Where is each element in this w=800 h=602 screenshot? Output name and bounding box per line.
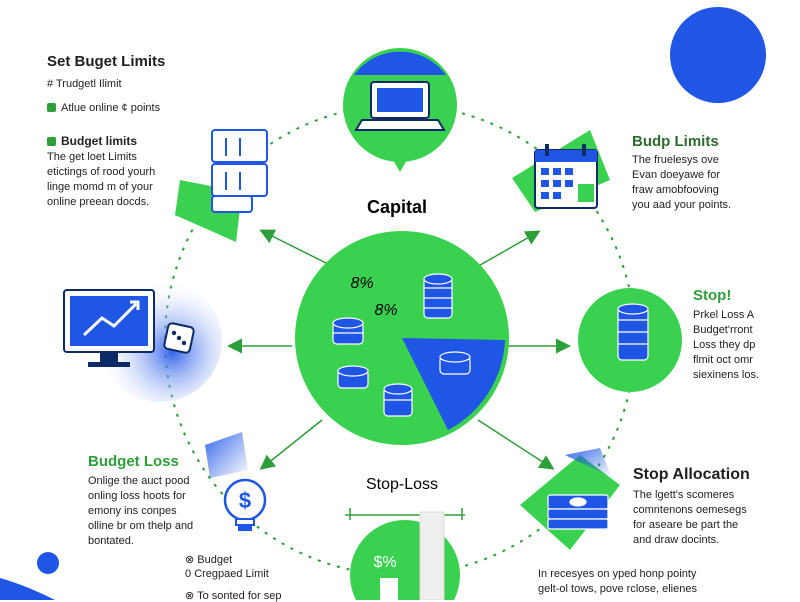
coin-stack-icon (383, 383, 413, 417)
decorative-blue-circle (670, 7, 766, 103)
bottom-left-item-2: 0 Cregpaed Limit (185, 568, 269, 580)
bottom-right-body: The lgett's scomeres comntenons oemesegs… (633, 489, 747, 546)
calendar-spreadsheet-icon (534, 144, 598, 209)
coin-stack-icon (337, 365, 369, 389)
cash-stack-icon (547, 494, 609, 530)
top-left-line-text: Atlue online ¢ points (61, 102, 161, 114)
node-right (578, 288, 682, 392)
node-left (63, 278, 222, 402)
center-title: Capital (367, 197, 427, 217)
center-coins (332, 273, 471, 417)
node-bottom (345, 508, 465, 600)
node-top (343, 48, 457, 172)
mid-right-title: Stop! (693, 287, 732, 304)
mid-left-body: The get loet Limits etictings of rood yo… (47, 151, 156, 208)
top-left-line: Atlue online ¢ points (47, 102, 160, 114)
mid-right-body: Prkel Loss A Budget'rront Loss they dp f… (693, 309, 760, 381)
lightbulb-dollar-icon: $ (223, 478, 267, 531)
bar-chart-icon (380, 511, 445, 600)
bottom-percent: $% (373, 554, 396, 571)
decorative-blue-dot (37, 552, 59, 574)
center-percent-top: 8% (350, 275, 373, 292)
mid-left-title-row: Budget limits (47, 134, 137, 148)
coin-stack-icon (617, 303, 649, 361)
bottom-left-item-1-text: Budget (197, 554, 233, 566)
bottom-center-line-1: In recesyes on yped honp pointy (538, 568, 697, 580)
check-icon (47, 103, 56, 112)
node-top-right (512, 130, 610, 212)
connector-arrows (227, 229, 571, 470)
arrow-top-right (474, 230, 541, 269)
bullet-icon: 0 (185, 568, 195, 580)
bullet-icon: ⊗ (185, 590, 198, 602)
decorative-blue-arc (0, 578, 55, 600)
server-stack-icon (211, 129, 268, 213)
top-right-body: The fruelesys ove Evan doeyawe for fraw … (632, 154, 732, 211)
bottom-left-title: Budget Loss (88, 453, 179, 470)
bottom-left-item-3-text: To sonted for sep (197, 590, 282, 602)
top-left-title: Set Buget Limits (47, 53, 166, 70)
bottom-left-item-3: ⊗ To sonted for sep (185, 589, 281, 602)
top-right-title: Budp Limits (632, 133, 719, 150)
svg-text:$: $ (239, 488, 251, 513)
arrow-bottom-right (477, 419, 555, 470)
stop-loss-label: Stop-Loss (366, 476, 438, 493)
node-top-left (175, 129, 268, 242)
bottom-left-item-2-text: Cregpaed Limit (194, 568, 269, 580)
arrow-bottom-left (259, 419, 323, 470)
center-pie (295, 231, 509, 445)
bullet-icon: ⊗ (185, 554, 198, 566)
dice-icon (163, 322, 195, 354)
bottom-right-title: Stop Allocation (633, 466, 750, 483)
center-percent-mid: 8% (374, 302, 397, 319)
pie-blue-slice (402, 338, 505, 430)
bottom-center-line-2: gelt-ol tows, pove rclose, elienes (538, 583, 697, 595)
check-icon (47, 137, 56, 146)
laptop-icon (354, 81, 446, 131)
top-left-subtitle: # Trudgetl Ilimit (47, 78, 122, 90)
monitor-chart-icon (63, 289, 155, 367)
bottom-left-item-1: ⊗ Budget (185, 553, 232, 566)
node-bottom-right (520, 448, 620, 550)
bottom-left-body: Onlige the auct pood onling loss hoots f… (88, 475, 194, 547)
coin-stack-icon (423, 273, 453, 319)
coin-stack-icon (332, 317, 364, 345)
mid-left-title: Budget limits (61, 134, 138, 148)
node-bottom-left: $ (205, 432, 267, 531)
arrow-top-left (259, 229, 331, 266)
coin-stack-icon (439, 351, 471, 375)
